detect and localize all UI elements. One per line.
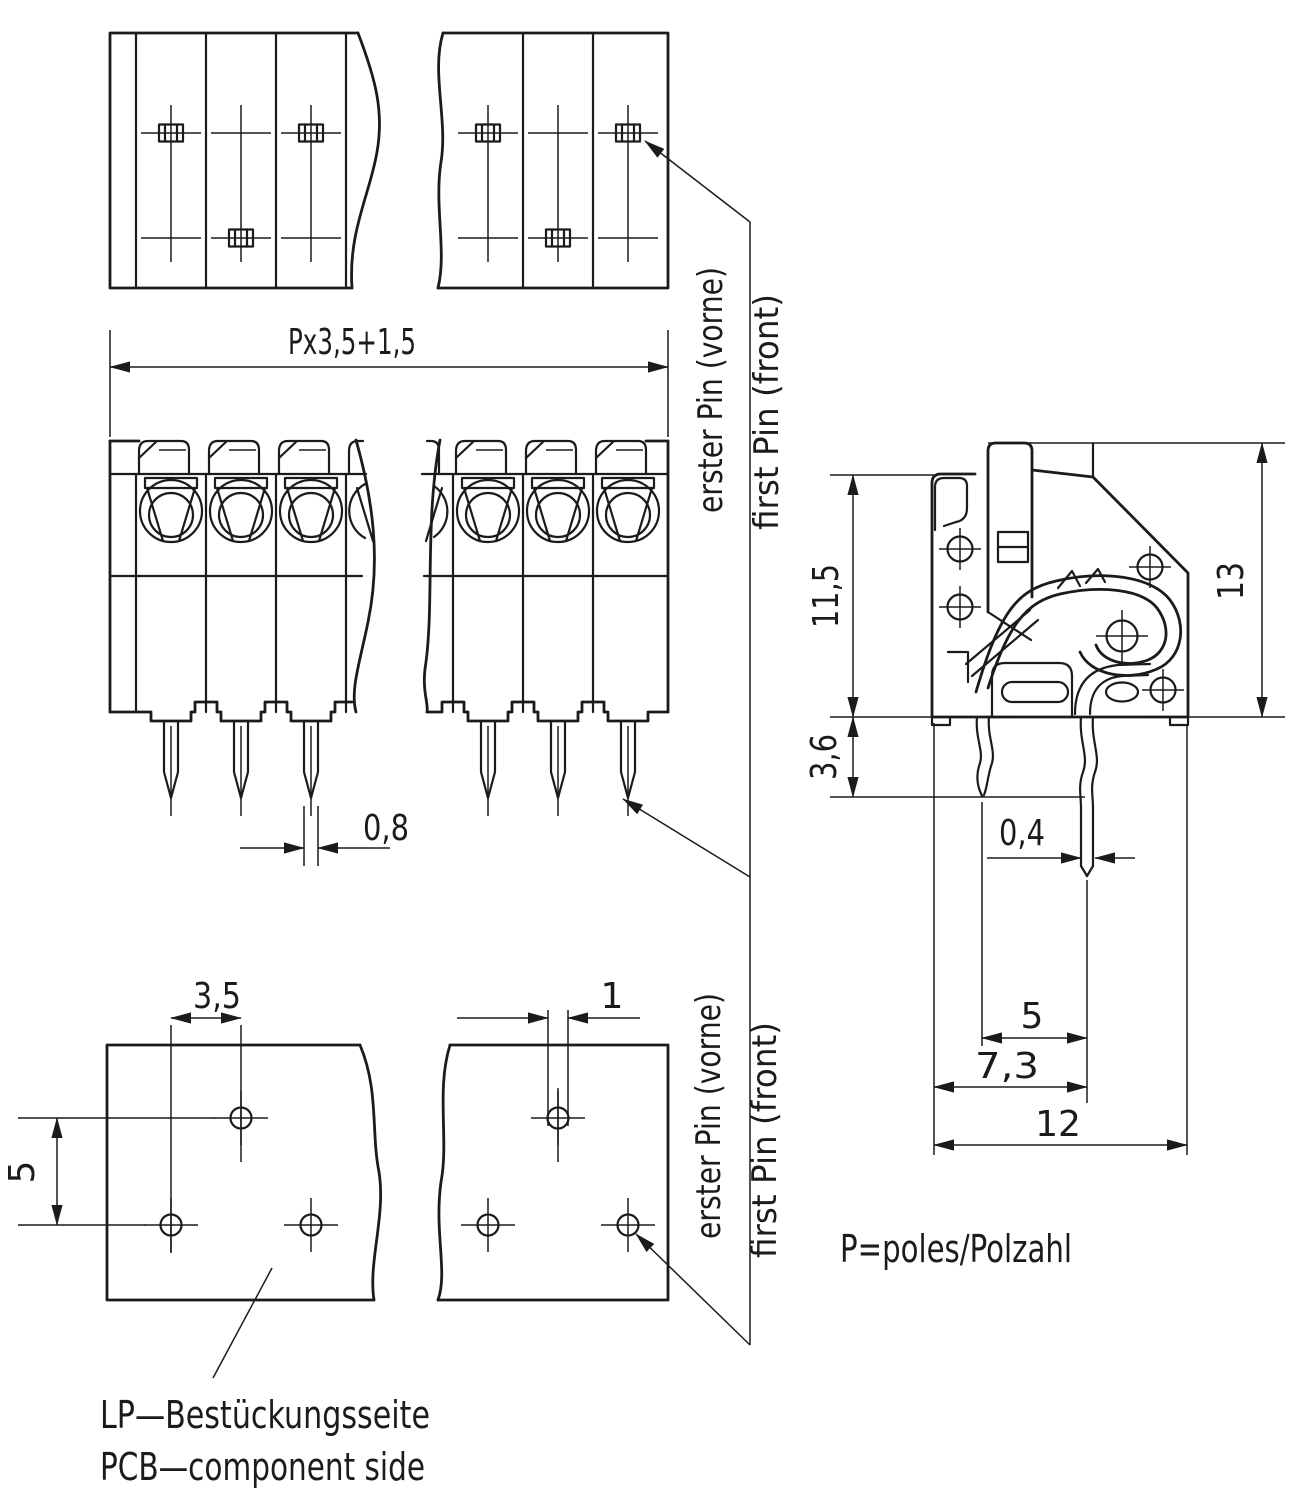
small-slot	[1104, 681, 1140, 703]
dim-pin-thickness: 0,4	[999, 813, 1045, 854]
pitch-dimension: Px3,5+1,5	[109, 322, 669, 437]
housing-left-wall	[930, 472, 977, 719]
label-first-pin-de-upper: erster Pin (vorne)	[691, 267, 731, 513]
poles-legend: P=poles/Polzahl	[840, 1227, 1072, 1271]
first-pin-callout: erster Pin (vorne) first Pin (front) ers…	[622, 140, 787, 1346]
top-view-right-block	[436, 31, 670, 290]
top-view-left-block	[108, 31, 381, 290]
front-view: 0,8	[108, 438, 670, 866]
dim-total-height: 13	[1211, 562, 1252, 600]
pcb-side-caption-en: PCB—component side	[100, 1445, 425, 1489]
top-view	[108, 31, 670, 290]
label-first-pin-en-lower: first Pin (front)	[745, 1022, 785, 1258]
pin-width-dimension: 0,8	[240, 806, 409, 866]
label-first-pin-de-lower: erster Pin (vorne)	[689, 993, 729, 1239]
side-view-dimensions: 11,5 3,6 13 0,4 5 7,3 12	[804, 442, 1268, 1151]
pcb-side-caption-de: LP—Bestückungsseite	[100, 1393, 430, 1437]
pcb-drilling-plan: 3,5 5 1	[2, 976, 670, 1379]
dim-first-pin-depth: 7,3	[975, 1046, 1039, 1087]
pcb-piece-right: 1	[436, 976, 670, 1302]
mounting-slot	[1000, 680, 1070, 704]
mounting-feet	[930, 715, 1190, 727]
spring-clamp	[964, 567, 1183, 716]
dim-pcb-hole-diameter: 1	[601, 976, 624, 1017]
dim-pcb-row-spacing: 5	[2, 1161, 43, 1184]
dim-height-above-pcb: 11,5	[806, 564, 847, 628]
side-view-pins	[975, 715, 1099, 878]
dim-pitch-formula: Px3,5+1,5	[288, 322, 416, 363]
dim-pcb-hole-pitch: 3,5	[193, 976, 241, 1017]
label-first-pin-en-upper: first Pin (front)	[747, 294, 787, 530]
front-view-left-group	[108, 438, 376, 818]
dim-pin-row-distance: 5	[1021, 996, 1044, 1037]
side-view: 11,5 3,6 13 0,4 5 7,3 12	[804, 441, 1285, 1155]
dim-total-depth: 12	[1035, 1104, 1081, 1145]
pcb-piece-left: 3,5 5	[2, 976, 383, 1379]
housing-roof	[1030, 468, 1190, 719]
solder-plate	[990, 661, 1074, 719]
front-view-right-group	[420, 438, 670, 818]
dim-pin-width: 0,8	[363, 808, 409, 849]
dim-pin-length-below: 3,6	[804, 734, 845, 780]
